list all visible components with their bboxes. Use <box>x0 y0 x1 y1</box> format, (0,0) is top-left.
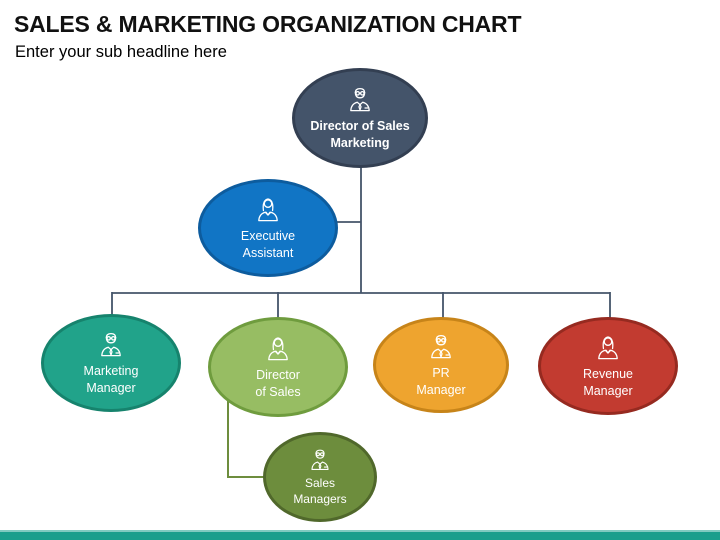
org-node-director-of-sales: Director of Sales <box>208 317 348 417</box>
node-label-line: Managers <box>293 491 347 506</box>
node-label: Revenue Manager <box>583 366 633 399</box>
man-glasses-icon <box>344 85 376 117</box>
node-label-line: PR <box>432 366 450 381</box>
man-glasses-icon <box>306 447 334 475</box>
org-node-marketing-manager: Marketing Manager <box>41 314 181 412</box>
node-label: PR Manager <box>416 365 465 398</box>
node-label-line: Manager <box>583 383 633 398</box>
node-label-line: Revenue <box>582 367 634 382</box>
slide-header: SALES & MARKETING ORGANIZATION CHART Ent… <box>14 10 704 63</box>
man-glasses-icon <box>425 332 457 364</box>
node-label: Executive Assistant <box>241 228 295 261</box>
slide-subtitle: Enter your sub headline here <box>15 42 227 61</box>
node-label: Marketing Manager <box>84 363 139 396</box>
bottom-accent-bar <box>0 530 720 540</box>
node-label-line: Marketing <box>83 364 139 379</box>
node-label: Director of Sales <box>255 367 300 400</box>
node-label-line: of Sales <box>255 384 301 399</box>
node-label-line: Sales <box>304 475 336 490</box>
org-node-sales-managers: Sales Managers <box>263 432 377 522</box>
node-label-line: Marketing <box>330 135 390 150</box>
org-node-director-of-sales-marketing: Director of Sales Marketing <box>292 68 428 168</box>
man-glasses-icon <box>95 330 127 362</box>
org-node-pr-manager: PR Manager <box>373 317 509 413</box>
node-label-line: Manager <box>416 382 466 397</box>
org-node-revenue-manager: Revenue Manager <box>538 317 678 415</box>
connector-sales-managers <box>227 398 266 478</box>
node-label: Director of Sales Marketing <box>310 118 409 151</box>
org-node-executive-assistant: Executive Assistant <box>198 179 338 277</box>
node-label-line: Executive <box>240 229 296 244</box>
woman-icon <box>592 333 624 365</box>
woman-icon <box>252 195 284 227</box>
slide-title: SALES & MARKETING ORGANIZATION CHART <box>14 11 522 37</box>
node-label-line: Director <box>256 368 300 383</box>
node-label-line: Director of Sales <box>310 119 410 134</box>
node-label: Sales Managers <box>293 476 346 507</box>
node-label-line: Assistant <box>242 245 294 260</box>
node-label-line: Manager <box>86 380 136 395</box>
woman-icon <box>262 334 294 366</box>
